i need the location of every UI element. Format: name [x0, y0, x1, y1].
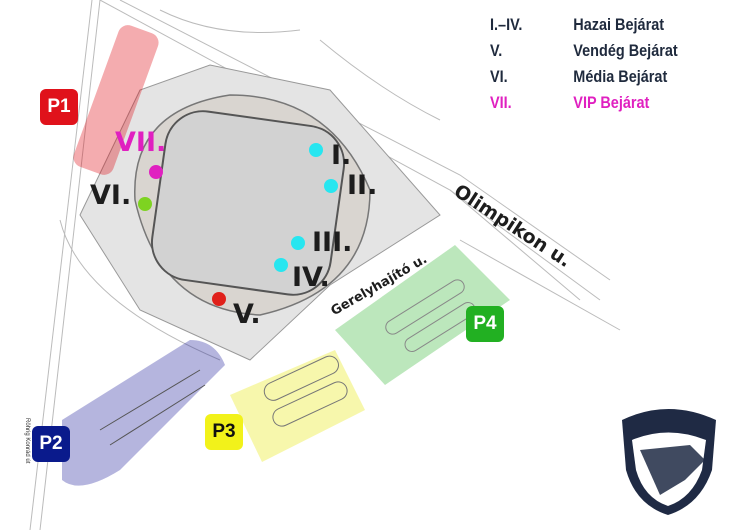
parking-p2-label[interactable]: P2 — [32, 426, 70, 462]
gate-i-marker[interactable] — [309, 143, 323, 157]
legend-item: VI. Média Bejárat — [490, 64, 678, 90]
gate-iv-marker[interactable] — [274, 258, 288, 272]
parking-p1-label[interactable]: P1 — [40, 89, 78, 125]
gate-ii-label: II. — [347, 170, 378, 201]
street-left-label: Röhrig Konrád út — [24, 418, 30, 464]
legend-label: Vendég Bejárat — [573, 41, 678, 60]
legend-label: VIP Bejárat — [573, 93, 650, 112]
parking-p1-area — [73, 25, 159, 175]
legend-item: V. Vendég Bejárat — [490, 38, 678, 64]
gate-vii-label: VII. — [115, 127, 167, 158]
legend-code: VI. — [490, 67, 508, 86]
parking-p4-label[interactable]: P4 — [466, 306, 504, 342]
tatabanya-handball-logo — [622, 409, 716, 515]
legend: I.–IV. Hazai Bejárat V. Vendég Bejárat VI.… — [490, 12, 678, 116]
legend-code: I.–IV. — [490, 15, 523, 34]
legend-label: Hazai Bejárat — [573, 15, 665, 34]
gate-iii-marker[interactable] — [291, 236, 305, 250]
gate-iii-label: III. — [312, 227, 353, 258]
legend-code: VII. — [490, 93, 512, 112]
parking-p3-area — [230, 350, 365, 462]
parking-p3-label[interactable]: P3 — [205, 414, 243, 450]
gate-v-marker[interactable] — [212, 292, 226, 306]
legend-label: Média Bejárat — [573, 67, 668, 86]
parking-p2-area — [62, 340, 225, 486]
gate-ii-marker[interactable] — [324, 179, 338, 193]
parking-p4-area — [335, 245, 510, 385]
legend-code: V. — [490, 41, 503, 60]
gate-vi-label: VI. — [90, 180, 132, 211]
gate-i-label: I. — [331, 140, 352, 171]
gate-vii-marker[interactable] — [149, 165, 163, 179]
gate-v-label: V. — [233, 299, 261, 330]
legend-item: I.–IV. Hazai Bejárat — [490, 12, 678, 38]
gate-vi-marker[interactable] — [138, 197, 152, 211]
legend-item: VII. VIP Bejárat — [490, 90, 678, 116]
gate-iv-label: IV. — [292, 262, 330, 293]
